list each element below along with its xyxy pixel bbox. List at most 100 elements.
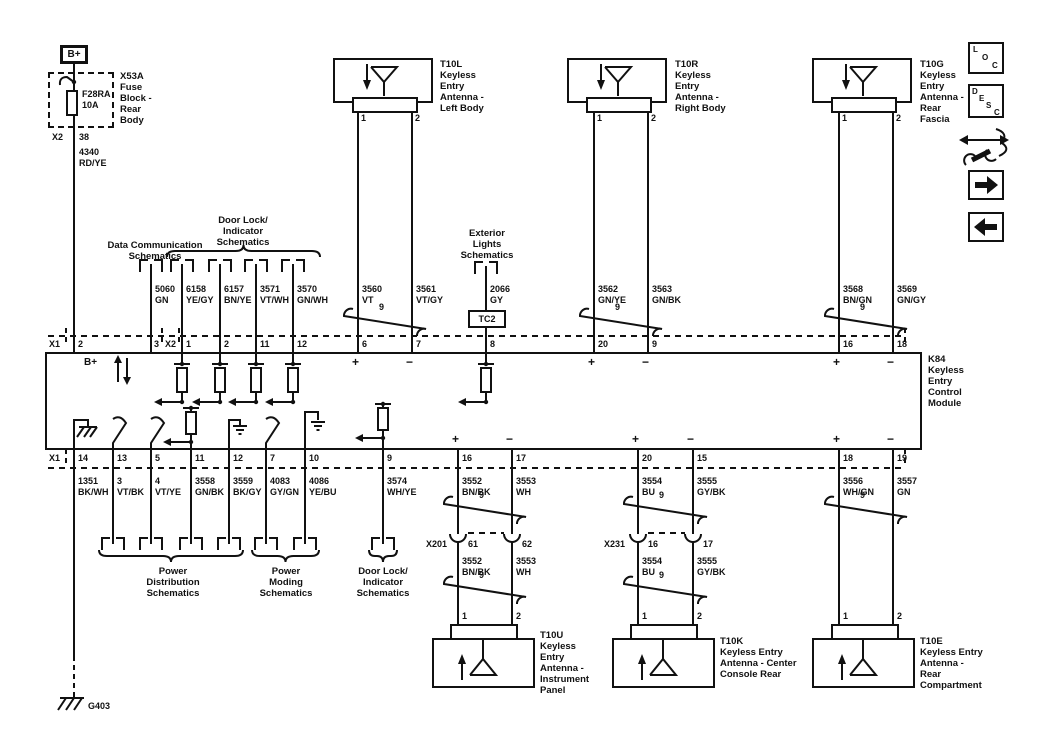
wire-label: 3553 WH bbox=[516, 556, 537, 577]
pin-bottom: 15 bbox=[697, 453, 708, 463]
wire-3563 bbox=[647, 111, 649, 352]
antenna-label-t10l: T10L Keyless Entry Antenna - Left Body bbox=[440, 59, 484, 114]
loc-letter: L bbox=[973, 45, 978, 54]
connector-x231-label: X231 bbox=[604, 539, 626, 549]
twist-label: 9 bbox=[659, 570, 665, 580]
antenna-conn-t10r bbox=[586, 97, 652, 113]
wire-3554-upper bbox=[637, 450, 639, 534]
fuse-label: F28RA 10A bbox=[82, 89, 111, 110]
polarity-plus: + bbox=[833, 355, 841, 369]
pin-top: 16 bbox=[843, 339, 854, 349]
wire-3555-upper bbox=[692, 450, 694, 534]
conn-x1-top: X1 bbox=[49, 339, 61, 349]
wire-label: 3571 VT/WH bbox=[260, 284, 289, 305]
wire-label-4340: 4340 RD/YE bbox=[79, 147, 107, 168]
wire-4-vtye bbox=[150, 450, 152, 544]
wire-label: 3556 WH/GN bbox=[843, 476, 874, 497]
polarity-plus: + bbox=[632, 432, 640, 446]
connector-row-bottom-dashed bbox=[48, 467, 906, 469]
loc-letter: O bbox=[982, 53, 989, 62]
wire-label: 3563 GN/BK bbox=[652, 284, 681, 305]
twist-label: 9 bbox=[860, 490, 866, 500]
connector-row-top-dashed bbox=[48, 335, 906, 337]
antenna-pin: 2 bbox=[651, 113, 657, 123]
wire-label: 3570 GN/WH bbox=[297, 284, 328, 305]
polarity-minus: − bbox=[506, 432, 514, 446]
pin-bottom: 9 bbox=[387, 453, 393, 463]
antenna-pin: 2 bbox=[415, 113, 421, 123]
connector-x201-pin: 62 bbox=[522, 539, 533, 549]
pin-bottom: 13 bbox=[117, 453, 128, 463]
antenna-pin: 1 bbox=[361, 113, 367, 123]
polarity-plus: + bbox=[588, 355, 596, 369]
wire-4086 bbox=[304, 450, 306, 544]
wire-label: 3560 VT bbox=[362, 284, 383, 305]
tools-icon[interactable] bbox=[959, 128, 1009, 166]
arrow-right-icon bbox=[975, 176, 998, 194]
antenna-pin: 2 bbox=[697, 611, 703, 621]
module-bplus: B+ bbox=[84, 357, 98, 368]
fuse-symbol bbox=[66, 90, 78, 116]
wire-label: 1351 BK/WH bbox=[78, 476, 109, 497]
pin-top: 9 bbox=[652, 339, 658, 349]
bplus-label: B+ bbox=[67, 49, 81, 60]
desc-button[interactable]: D E S C bbox=[968, 84, 1004, 118]
connector-tick bbox=[65, 328, 67, 346]
wire-6157 bbox=[219, 264, 221, 352]
wire-4083 bbox=[265, 450, 267, 544]
ref-door-lock-top: Door Lock/ Indicator Schematics bbox=[216, 215, 270, 248]
loc-letter: C bbox=[992, 61, 998, 70]
wire-label: 3559 BK/GY bbox=[233, 476, 262, 497]
antenna-label-t10e: T10E Keyless Entry Antenna - Rear Compar… bbox=[920, 636, 983, 691]
wire-label: 3554 BU bbox=[642, 476, 663, 497]
wire-label: 3555 GY/BK bbox=[697, 476, 726, 497]
prev-button[interactable] bbox=[968, 212, 1004, 242]
desc-letter: E bbox=[979, 94, 985, 103]
polarity-minus: − bbox=[406, 355, 414, 369]
wire-label: 3554 BU bbox=[642, 556, 663, 577]
wire-3571 bbox=[255, 264, 257, 352]
ground-label-g403: G403 bbox=[88, 701, 111, 711]
fuse-connector-label: X2 bbox=[52, 132, 64, 142]
wire-label: 3574 WH/YE bbox=[387, 476, 417, 497]
twist-label: 9 bbox=[479, 570, 485, 580]
conn-x2-top: X2 bbox=[165, 339, 177, 349]
wire-3559 bbox=[228, 450, 230, 544]
pin-top: 7 bbox=[416, 339, 422, 349]
antenna-pin: 2 bbox=[516, 611, 522, 621]
wire-ground-1351 bbox=[73, 450, 75, 656]
connector-tick bbox=[904, 449, 906, 467]
antenna-pin: 2 bbox=[897, 611, 903, 621]
pin-bottom: 5 bbox=[155, 453, 161, 463]
wire-3-vtbk bbox=[112, 450, 114, 544]
wire-label: 2066 GY bbox=[490, 284, 511, 305]
wire-2066 bbox=[485, 266, 487, 352]
wire-label: 5060 GN bbox=[155, 284, 176, 305]
connector-x231-pin: 17 bbox=[703, 539, 714, 549]
inline-connector-dashed bbox=[648, 532, 685, 534]
loc-button[interactable]: L O C bbox=[968, 42, 1004, 74]
wire-3560 bbox=[357, 111, 359, 352]
wire-battery-feed bbox=[73, 64, 75, 352]
fuse-block-dashed-box bbox=[48, 72, 114, 128]
antenna-label-t10r: T10R Keyless Entry Antenna - Right Body bbox=[675, 59, 726, 114]
connector-tick bbox=[65, 449, 67, 467]
next-button[interactable] bbox=[968, 170, 1004, 200]
wire-3558 bbox=[190, 450, 192, 544]
pin-top: 8 bbox=[490, 339, 496, 349]
wire-3574 bbox=[382, 450, 384, 544]
polarity-minus: − bbox=[887, 355, 895, 369]
antenna-pin: 1 bbox=[843, 611, 849, 621]
arrow-left-icon bbox=[974, 218, 997, 236]
connector-tick bbox=[178, 328, 180, 346]
connector-tick bbox=[161, 328, 163, 346]
antenna-label-t10k: T10K Keyless Entry Antenna - Center Cons… bbox=[720, 636, 797, 680]
antenna-pin: 2 bbox=[896, 113, 902, 123]
wire-3568 bbox=[838, 111, 840, 352]
wire-label: 4086 YE/BU bbox=[309, 476, 337, 497]
wire-5060 bbox=[150, 264, 152, 352]
pin-bottom: 11 bbox=[195, 453, 205, 463]
ref-exterior-lights: Exterior Lights Schematics bbox=[460, 228, 514, 261]
module-label-k84: K84 Keyless Entry Control Module bbox=[928, 354, 964, 409]
